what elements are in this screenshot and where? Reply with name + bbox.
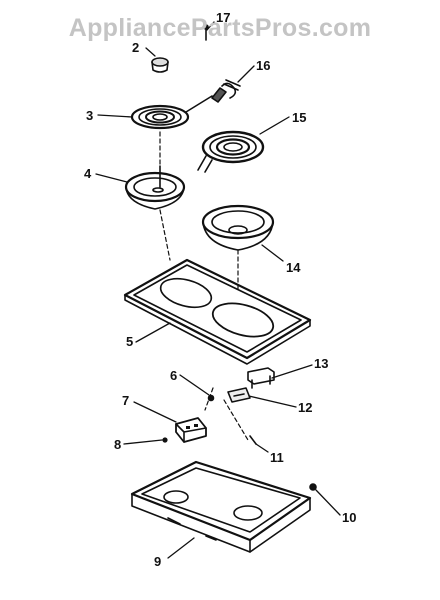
part-16-spring-connector[interactable] [211,79,241,103]
callout-16: 16 [256,58,270,73]
callout-7: 7 [122,393,129,408]
part-17-screw[interactable] [203,24,209,41]
part-11-fastener[interactable] [249,435,257,445]
part-7-switch[interactable] [175,417,207,443]
callout-11: 11 [270,450,284,465]
part-14-large-drip-pan[interactable] [201,204,275,251]
part-10-screw[interactable] [309,483,317,491]
callout-9: 9 [154,554,161,569]
callout-15: 15 [292,110,306,125]
part-4-small-drip-pan[interactable] [124,165,186,210]
callout-5: 5 [126,334,133,349]
callout-10: 10 [342,510,356,525]
callout-17: 17 [216,10,230,25]
callout-3: 3 [86,108,93,123]
callout-4: 4 [84,166,92,181]
callout-12: 12 [298,400,312,415]
part-6-screw[interactable] [207,394,215,402]
callout-14: 14 [286,260,301,275]
callout-labels: 2 17 16 3 4 15 14 5 6 13 12 7 8 11 9 10 [84,10,356,569]
part-5-cooktop-frame[interactable] [123,258,312,365]
watermark: AppliancePartsPros.com [68,14,372,42]
leader-lines [95,21,341,559]
part-2-knob[interactable] [151,57,169,73]
callout-2: 2 [132,40,139,55]
part-15-large-surface-element[interactable] [197,130,265,173]
part-8-screw[interactable] [162,437,168,443]
part-3-small-surface-element[interactable] [130,95,213,130]
part-13-bracket[interactable] [247,367,275,389]
callout-6: 6 [170,368,177,383]
callout-13: 13 [314,356,328,371]
part-9-bottom-box[interactable] [130,460,312,553]
alignment-lines [159,131,249,441]
callout-8: 8 [114,437,121,452]
part-12-terminal-block[interactable] [227,387,251,403]
